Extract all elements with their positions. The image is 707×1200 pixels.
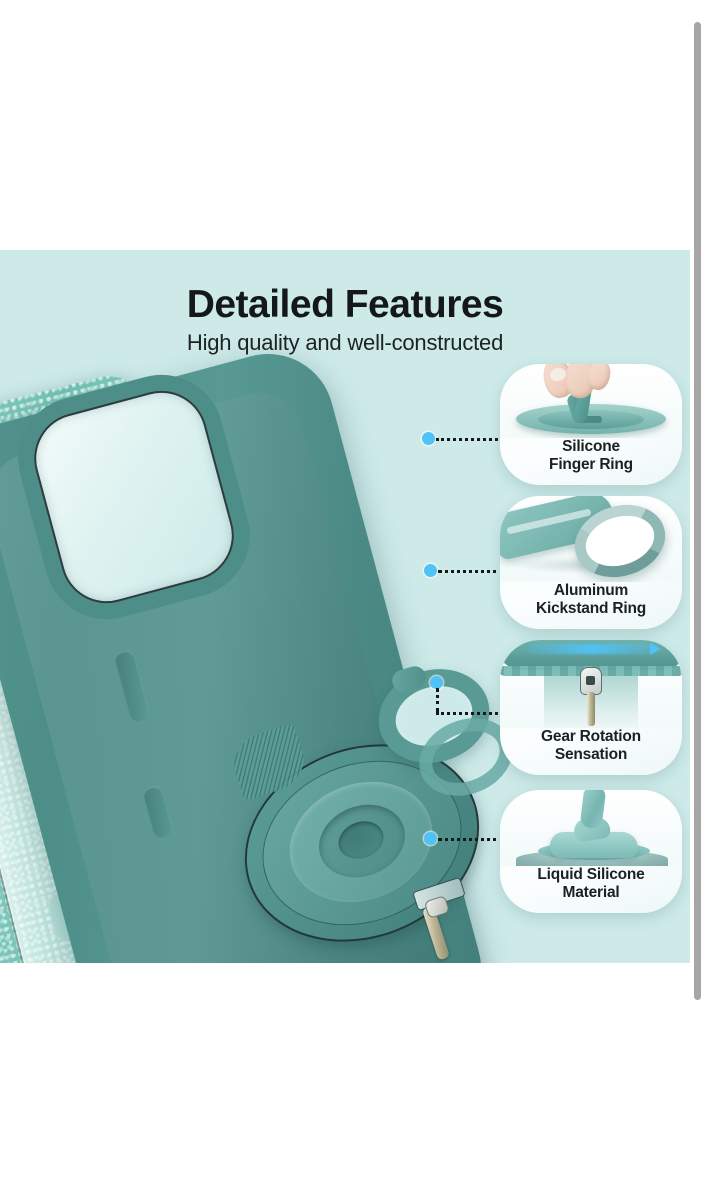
feature-label-line1: Aluminum [553, 582, 629, 599]
page-subtitle: High quality and well-constructed [186, 330, 504, 355]
gear-slot [586, 676, 595, 685]
page-title: Detailed Features [186, 283, 504, 326]
product-photo [0, 250, 525, 963]
feature-card-liquid-silicone-material[interactable]: Liquid Silicone Material [500, 790, 682, 913]
feature-art-silicone-finger-ring [500, 364, 682, 438]
feature-art-gear-rotation-sensation [500, 640, 682, 728]
feature-art-aluminum-kickstand-ring [500, 496, 682, 582]
connector-dot-liquid-silicone-material [424, 832, 437, 845]
ring-base-slot [580, 416, 602, 423]
connector-line-liquid-silicone-material [438, 838, 504, 841]
feature-card-gear-rotation-sensation[interactable]: Gear Rotation Sensation [500, 640, 682, 775]
feature-card-silicone-finger-ring[interactable]: Silicone Finger Ring [500, 364, 682, 485]
connector-elbow-gear-rotation [436, 688, 439, 712]
rotation-arrow-icon [650, 643, 661, 655]
feature-label-line2: Material [562, 884, 620, 901]
feature-card-label: Aluminum Kickstand Ring [500, 582, 682, 629]
feature-card-label: Gear Rotation Sensation [500, 728, 682, 775]
metal-shaft [587, 692, 595, 726]
motion-glow [526, 644, 658, 654]
feature-label-line2: Kickstand Ring [535, 600, 647, 617]
detailed-features-panel: Detailed Features High quality and well-… [0, 250, 690, 963]
connector-line-gear-rotation-sensation [436, 712, 504, 715]
feature-card-label: Liquid Silicone Material [500, 866, 682, 913]
feature-card-label: Silicone Finger Ring [500, 438, 682, 485]
feature-label-line2: Sensation [554, 746, 628, 763]
feature-label-line2: Finger Ring [549, 456, 633, 473]
connector-dot-aluminum-kickstand-ring [424, 564, 437, 577]
connector-dot-gear-rotation-sensation [430, 676, 443, 689]
connector-line-silicone-finger-ring [436, 438, 504, 441]
feature-label-line1: Silicone [562, 438, 620, 455]
scrollbar-thumb[interactable] [694, 22, 701, 1000]
feature-label-line1: Liquid Silicone [537, 866, 645, 883]
feature-card-aluminum-kickstand-ring[interactable]: Aluminum Kickstand Ring [500, 496, 682, 629]
feature-label-line1: Gear Rotation [541, 728, 641, 745]
connector-line-aluminum-kickstand-ring [438, 570, 504, 573]
connector-dot-silicone-finger-ring [422, 432, 435, 445]
feature-art-liquid-silicone-material [500, 790, 682, 866]
